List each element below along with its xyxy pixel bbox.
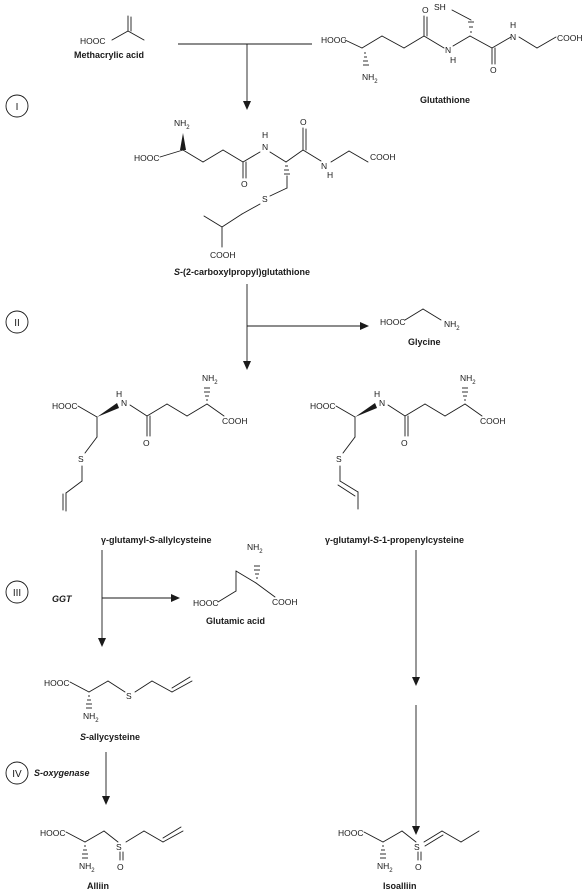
glycine-structure: HOOC NH2 Glycine xyxy=(380,308,460,347)
step-3-marker: III xyxy=(5,580,29,604)
gspc-nh2-label: NH2 xyxy=(460,373,476,386)
glutathione-cooh-label: COOH xyxy=(557,33,583,43)
isoalliin-nh2-label: NH2 xyxy=(377,861,393,874)
glycine-name: Glycine xyxy=(408,337,441,347)
gsac-amide-h: H xyxy=(116,389,122,399)
cpg-amide-n-2: N xyxy=(321,161,327,171)
glutathione-sh-label: SH xyxy=(434,2,446,12)
ggt-enzyme-label: GGT xyxy=(52,594,73,604)
gsac-oxygen: O xyxy=(143,438,150,448)
alliin-hooc-label: HOOC xyxy=(40,828,66,838)
step-4-label: IV xyxy=(12,769,22,780)
gspc-name: γ-glutamyl-S-1-propenylcysteine xyxy=(325,535,464,545)
sac-hooc-label: HOOC xyxy=(44,678,70,688)
glutamic-acid-name: Glutamic acid xyxy=(206,616,265,626)
gspc-sulfur: S xyxy=(336,454,342,464)
gspc-amide-n: N xyxy=(379,398,385,408)
step-3-arrows xyxy=(98,550,420,686)
isoalliin-sulfur: S xyxy=(414,842,420,852)
cpg-name: S-(2-carboxylpropyl)glutathione xyxy=(174,267,310,277)
gsac-name: γ-glutamyl-S-allylcysteine xyxy=(101,535,212,545)
cpg-sulfur: S xyxy=(262,194,268,204)
step-1-label: I xyxy=(16,102,19,113)
cpg-amide-h-2: H xyxy=(327,170,333,180)
glycine-hooc-label: HOOC xyxy=(380,317,406,327)
cpg-amide-n: N xyxy=(262,142,268,152)
gsac-amide-n: N xyxy=(121,398,127,408)
cpg-oxygen-1: O xyxy=(241,179,248,189)
gsac-sulfur: S xyxy=(78,454,84,464)
carboxypropyl-glutathione-structure: NH2 HOOC O H N S COOH O N H COOH S-( xyxy=(134,117,396,277)
sac-sulfur: S xyxy=(126,691,132,701)
sac-nh2-label: NH2 xyxy=(83,711,99,724)
methacrylic-acid-cooh-label: HOOC xyxy=(80,36,106,46)
cpg-amide-h: H xyxy=(262,130,268,140)
gsac-nh2-label: NH2 xyxy=(202,373,218,386)
alliin-structure: HOOC NH2 S O Alliin xyxy=(40,826,184,891)
glutamic-acid-cooh-label: COOH xyxy=(272,597,298,607)
glycine-nh2-label: NH2 xyxy=(444,319,460,332)
alliin-nh2-label: NH2 xyxy=(79,861,95,874)
cpg-cooh-label: COOH xyxy=(370,152,396,162)
glutamic-acid-nh2-label: NH2 xyxy=(247,542,263,555)
glutamic-acid-structure: HOOC NH2 COOH Glutamic acid xyxy=(193,542,298,626)
s-oxygenase-enzyme-label: S-oxygenase xyxy=(34,768,90,778)
methacrylic-acid-name: Methacrylic acid xyxy=(74,50,144,60)
gspc-cooh-label: COOH xyxy=(480,416,506,426)
alliin-sulfur: S xyxy=(116,842,122,852)
glutathione-oxygen-2: O xyxy=(490,65,497,75)
cpg-cooh-2: COOH xyxy=(210,250,236,260)
glutathione-amide-h-1: H xyxy=(450,55,456,65)
isoalliin-name: Isoalliin xyxy=(383,881,417,891)
glutathione-name: Glutathione xyxy=(420,95,470,105)
isoalliin-oxygen: O xyxy=(415,862,422,872)
step-1-arrows xyxy=(178,43,312,110)
glutathione-nh2-label: NH2 xyxy=(362,72,378,85)
glutamyl-propenylcysteine-structure: HOOC H N O NH2 COOH S γ-glutamyl-S-1-pro… xyxy=(310,373,506,545)
cpg-oxygen-2: O xyxy=(300,117,307,127)
glutathione-amide-n-2: N xyxy=(510,32,516,42)
allylcysteine-structure: HOOC NH2 S S-allycysteine xyxy=(44,676,193,742)
step-2-marker: II xyxy=(5,310,29,334)
step-2-label: II xyxy=(14,318,20,329)
isoalliin-structure: HOOC NH2 S O Isoalliin xyxy=(338,828,480,891)
glutathione-oxygen-1: O xyxy=(422,5,429,15)
isoalliin-hooc-label: HOOC xyxy=(338,828,364,838)
step-4-arrows xyxy=(102,705,420,835)
glutathione-amide-h-2: H xyxy=(510,20,516,30)
step-1-marker: I xyxy=(5,94,29,118)
cpg-nh2-label: NH2 xyxy=(174,118,190,131)
gsac-cooh-label: COOH xyxy=(222,416,248,426)
glutamic-acid-hooc-label: HOOC xyxy=(193,598,219,608)
cpg-hooc-label: HOOC xyxy=(134,153,160,163)
gspc-oxygen: O xyxy=(401,438,408,448)
methacrylic-acid-structure: HOOC Methacrylic acid xyxy=(74,15,145,60)
sac-name: S-allycysteine xyxy=(80,732,140,742)
glutathione-amide-n-1: N xyxy=(445,45,451,55)
step-2-arrows xyxy=(243,284,369,370)
step-4-marker: IV xyxy=(5,761,29,785)
glutathione-structure: HOOC NH2 O N H SH O H N COOH Glutathione xyxy=(321,2,583,105)
gsac-hooc-label: HOOC xyxy=(52,401,78,411)
alliin-name: Alliin xyxy=(87,881,109,891)
alliin-oxygen: O xyxy=(117,862,124,872)
step-3-label: III xyxy=(13,588,21,599)
gspc-amide-h: H xyxy=(374,389,380,399)
glutathione-hooc-label: HOOC xyxy=(321,35,347,45)
glutamyl-allylcysteine-structure: HOOC H N O NH2 COOH S γ-glutamyl-S-allyl… xyxy=(52,373,248,545)
gspc-hooc-label: HOOC xyxy=(310,401,336,411)
